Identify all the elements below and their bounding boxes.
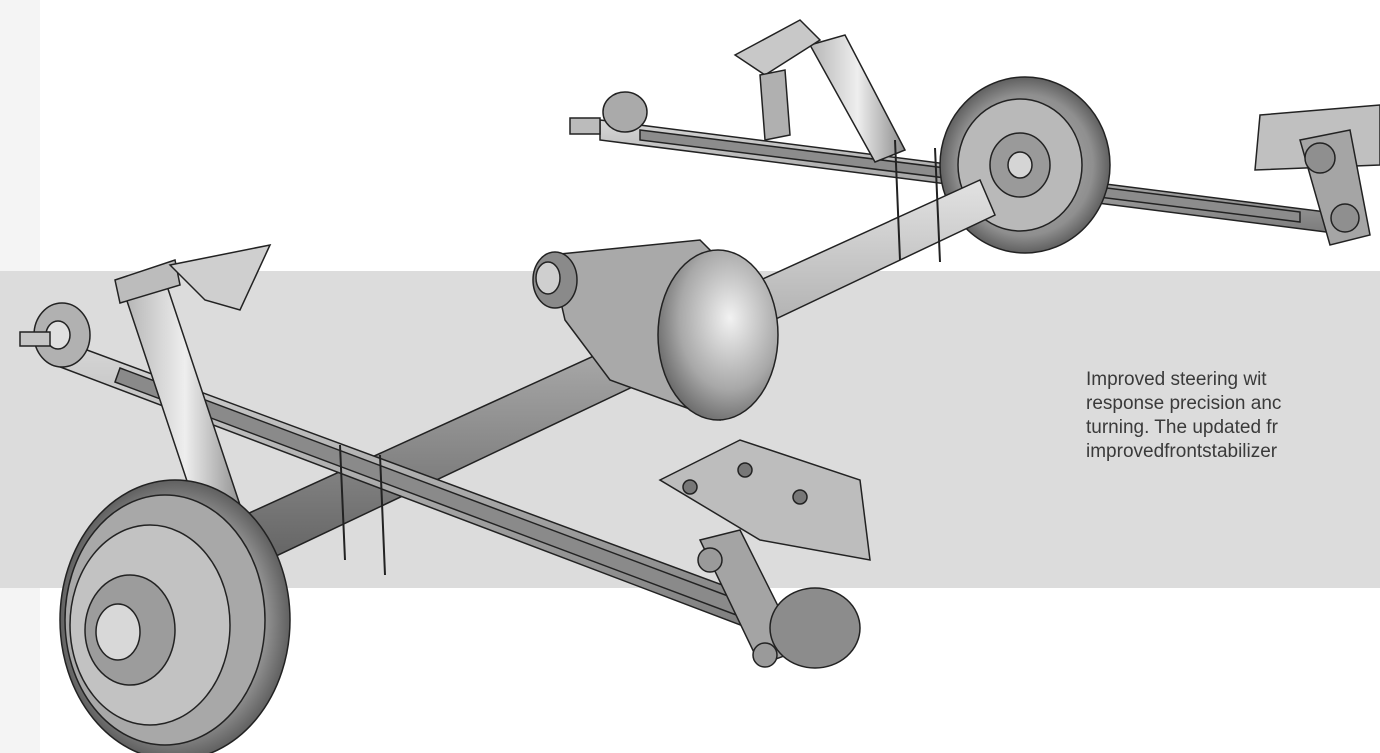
u-bolts <box>339 139 941 576</box>
feature-description: Improved steering wit response precision… <box>1086 368 1380 464</box>
front-spring-hanger <box>658 439 871 669</box>
axle-tube <box>188 178 996 586</box>
description-line: improvedfrontstabilizer <box>1086 441 1278 462</box>
front-shock-absorber <box>114 243 272 536</box>
differential-housing <box>532 239 779 421</box>
rear-shock-absorber <box>733 19 907 163</box>
description-line: turning. The updated fr <box>1086 417 1278 438</box>
rear-spring-hanger <box>1254 104 1380 246</box>
front-brake-drum <box>59 479 291 753</box>
description-line: response precision anc <box>1086 393 1282 414</box>
description-line: Improved steering wit <box>1086 369 1267 390</box>
rear-brake-drum <box>939 76 1111 254</box>
